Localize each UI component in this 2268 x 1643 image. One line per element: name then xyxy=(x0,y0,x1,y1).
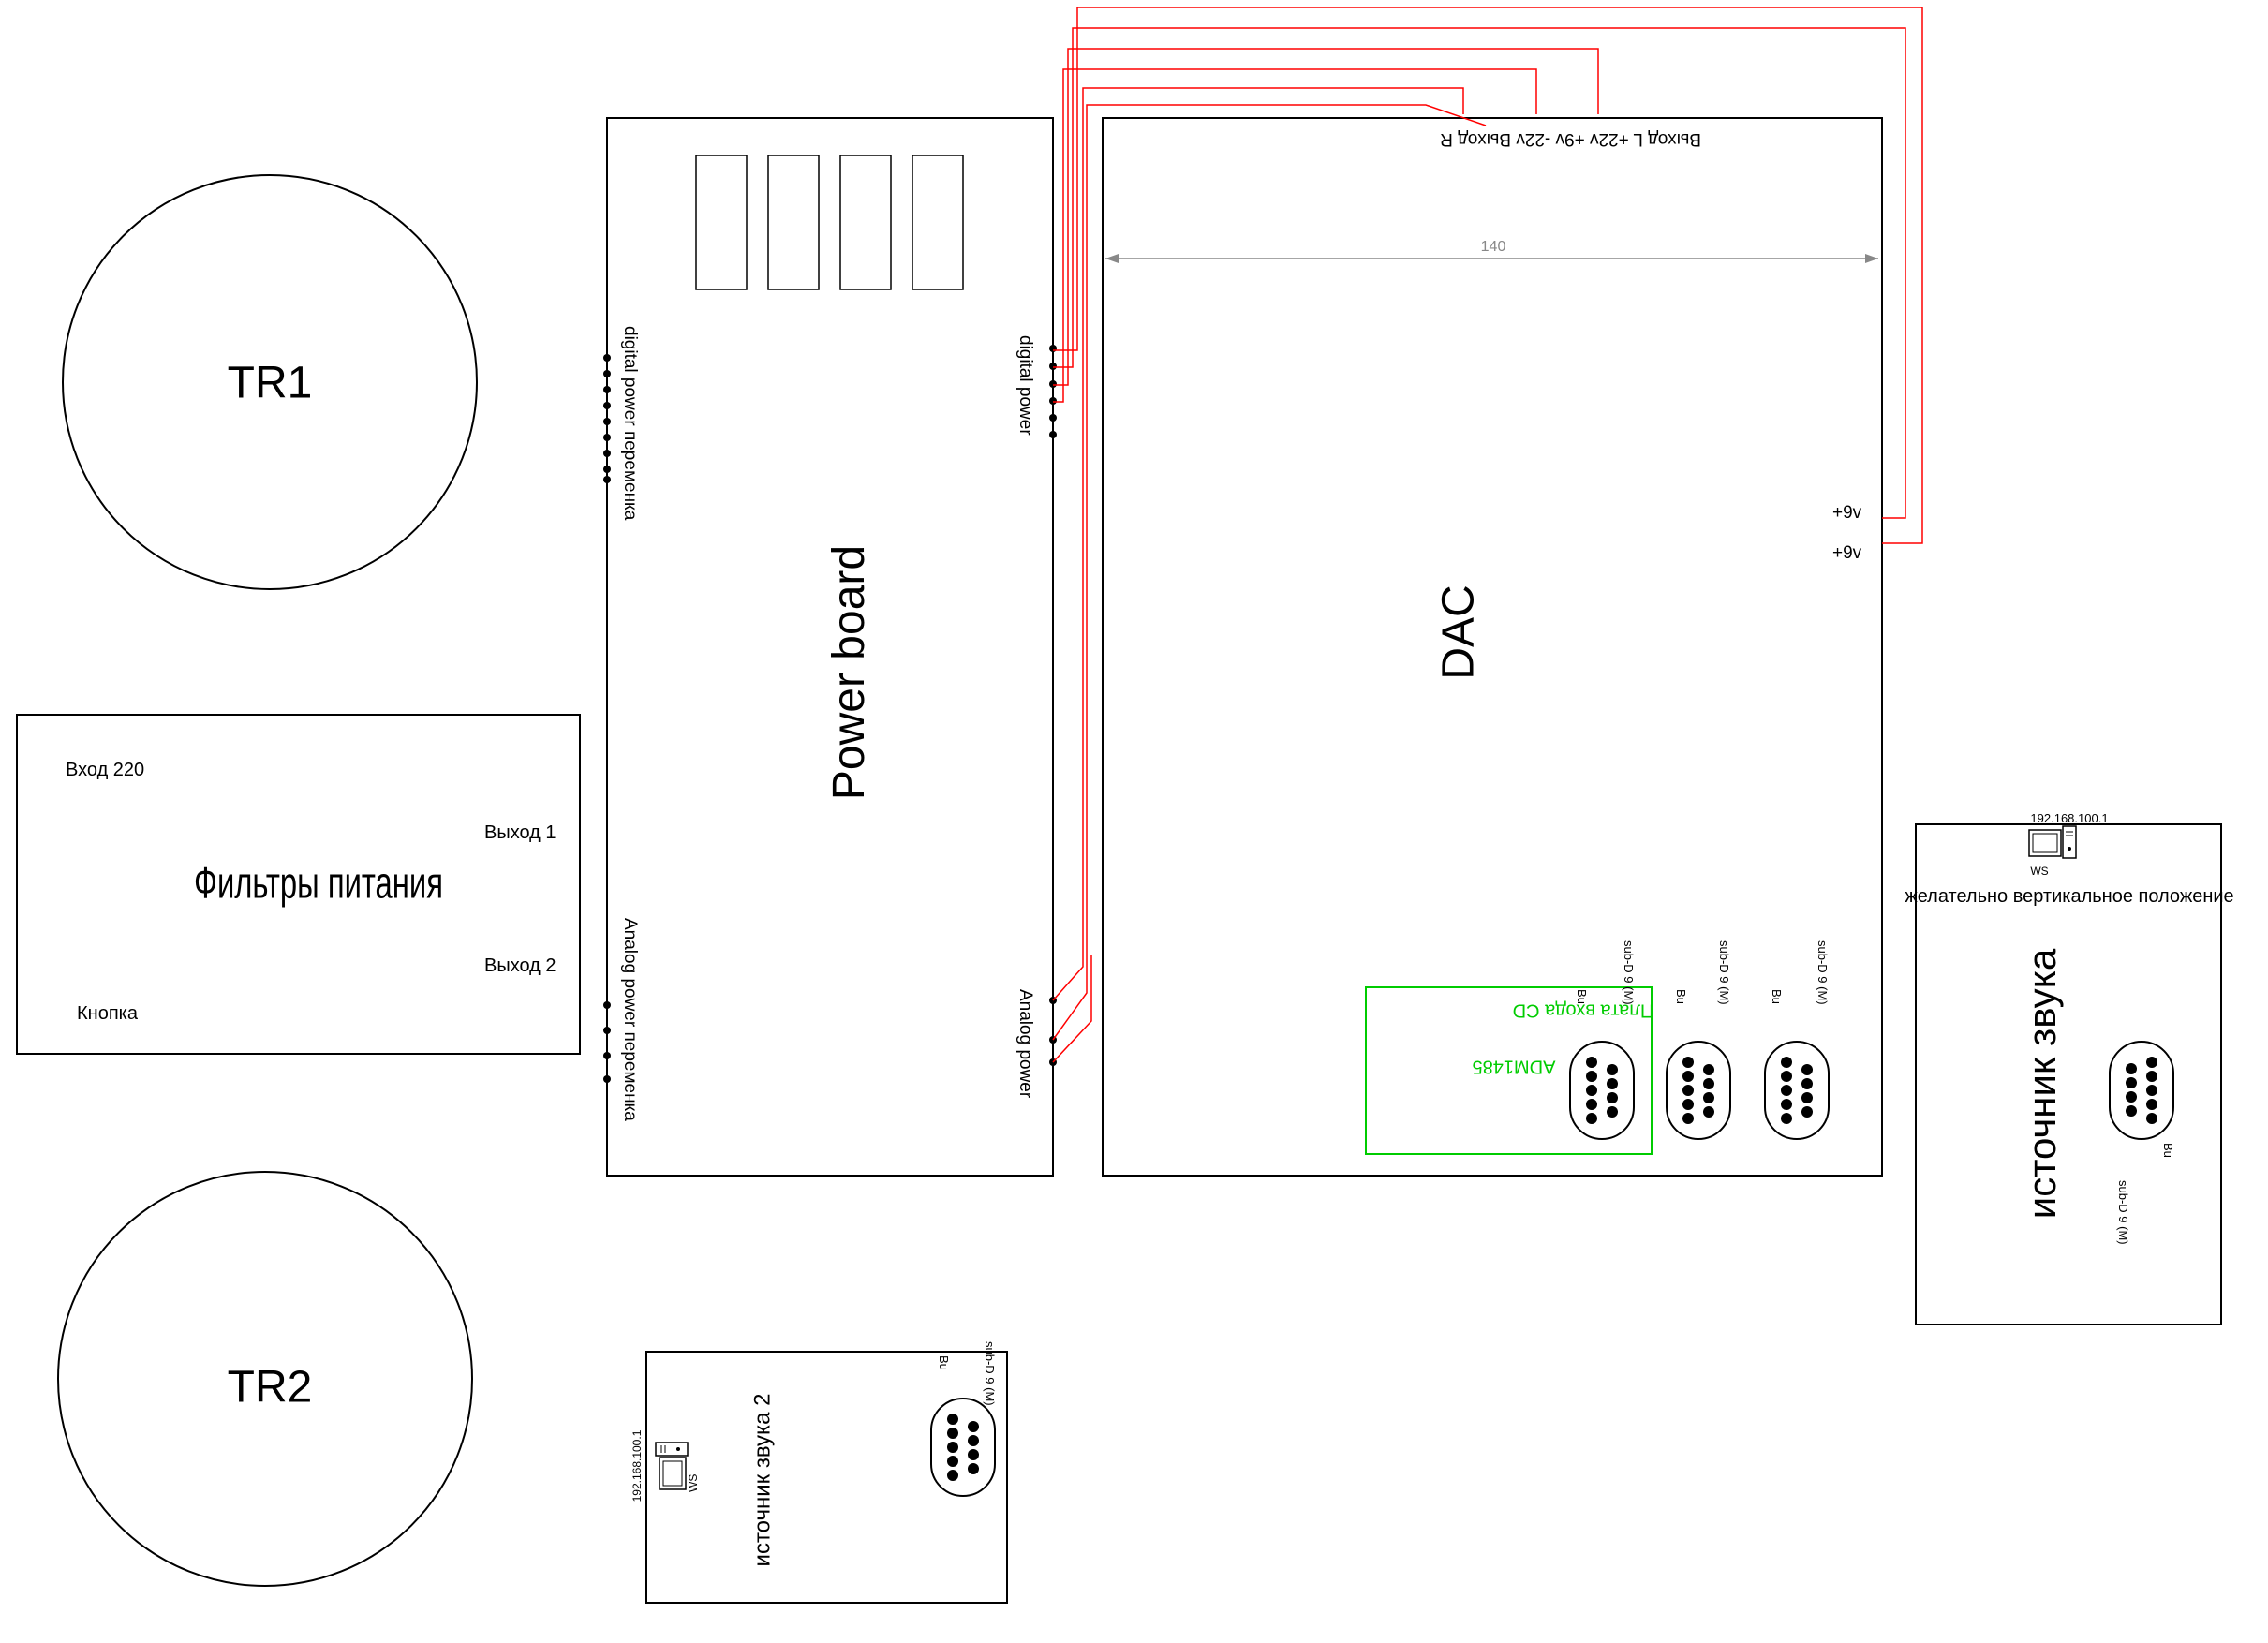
dac-subd-connector-3 xyxy=(1764,1041,1830,1140)
connector-bu-label: Bu xyxy=(1674,989,1688,1004)
wire-digital-3 xyxy=(1053,48,1599,386)
power-board-title: Power board xyxy=(824,545,874,800)
source2-ip: 192.168.100.1 xyxy=(630,1429,644,1502)
power-wiring xyxy=(1052,7,1923,1063)
sound-source-2-box xyxy=(645,1351,1008,1604)
dac-dimension-line xyxy=(1105,254,1878,263)
filters-out1-label: Выход 1 xyxy=(484,822,556,843)
tr1-transformer xyxy=(62,174,478,590)
connector-bu-label: Bu xyxy=(1575,989,1589,1004)
filters-button-label: Кнопка xyxy=(77,1003,139,1024)
filters-out2-label: Выход 2 xyxy=(484,955,556,976)
power-board xyxy=(606,117,1054,1177)
source2-subd-connector xyxy=(930,1398,996,1497)
connector-type-label: sub-D 9 (M) xyxy=(1717,940,1731,1005)
capacitor-block xyxy=(912,155,964,290)
connector-type-label: sub-D 9 (M) xyxy=(983,1341,997,1406)
source2-workstation-icon xyxy=(655,1442,689,1490)
source2-title: источник звука 2 xyxy=(749,1394,775,1567)
connector-bu-label: Bu xyxy=(937,1355,951,1370)
dac-subd-connector-1 xyxy=(1569,1041,1635,1140)
source1-orientation-note: желательно вертикальное положение xyxy=(1905,886,2233,907)
wire-analog-3 xyxy=(1052,955,1092,1063)
dac-subd-connector-2 xyxy=(1666,1041,1731,1140)
analog-ac-label: Analog power переменка xyxy=(620,918,640,1121)
capacitor-block xyxy=(695,155,748,290)
connector-bu-label: Bu xyxy=(1770,989,1784,1004)
source1-subd-connector xyxy=(2109,1041,2174,1140)
digital-ac-label: digital power переменка xyxy=(620,326,640,521)
wire-digital-2 xyxy=(1053,27,1906,519)
connector-type-label: sub-D 9 (M) xyxy=(1622,940,1636,1005)
source1-ws: WS xyxy=(2030,865,2048,878)
connector-bu-label: Bu xyxy=(2161,1143,2175,1158)
dac-board xyxy=(1102,117,1883,1177)
connector-type-label: sub-D 9 (M) xyxy=(1816,940,1830,1005)
filters-input-label: Вход 220 xyxy=(66,760,144,780)
analog-ac-terminals xyxy=(603,1001,611,1083)
analog-power-label: Analog power xyxy=(1015,989,1035,1099)
source1-title: источник звука xyxy=(2020,948,2064,1219)
power-filters-box xyxy=(16,714,581,1055)
source1-ip: 192.168.100.1 xyxy=(2030,811,2108,825)
dac-9v-label-b: +9v xyxy=(1832,543,1862,563)
tr2-transformer xyxy=(57,1171,473,1587)
tr2-label: TR2 xyxy=(228,1363,313,1413)
cd-board-label: Плата входа CD xyxy=(1513,1000,1654,1021)
cd-input-board xyxy=(1365,986,1653,1155)
wire-analog-1 xyxy=(1052,87,1464,1001)
wire-digital-4 xyxy=(1053,68,1537,403)
capacitor-block xyxy=(839,155,892,290)
connector-type-label: sub-D 9 (M) xyxy=(2116,1180,2130,1245)
dac-top-outputs: Выход L +22v +9v -22v Выход R xyxy=(1440,129,1701,149)
adm1485-label: ADM1485 xyxy=(1473,1057,1556,1077)
sound-source-box xyxy=(1915,823,2222,1325)
source1-workstation-icon xyxy=(2028,825,2077,859)
dac-dimension-value: 140 xyxy=(1481,239,1506,255)
source2-ws: WS xyxy=(687,1474,700,1492)
digital-power-label: digital power xyxy=(1015,335,1035,436)
tr1-label: TR1 xyxy=(228,359,313,408)
digital-ac-terminals xyxy=(603,354,611,483)
wire-analog-2 xyxy=(1052,104,1487,1041)
digital-power-terminals xyxy=(1049,345,1057,438)
dac-title: DAC xyxy=(1434,585,1484,679)
power-filters-title: Фильтры питания xyxy=(194,858,443,908)
dac-9v-label-a: +9v xyxy=(1832,503,1862,523)
capacitor-block xyxy=(767,155,820,290)
